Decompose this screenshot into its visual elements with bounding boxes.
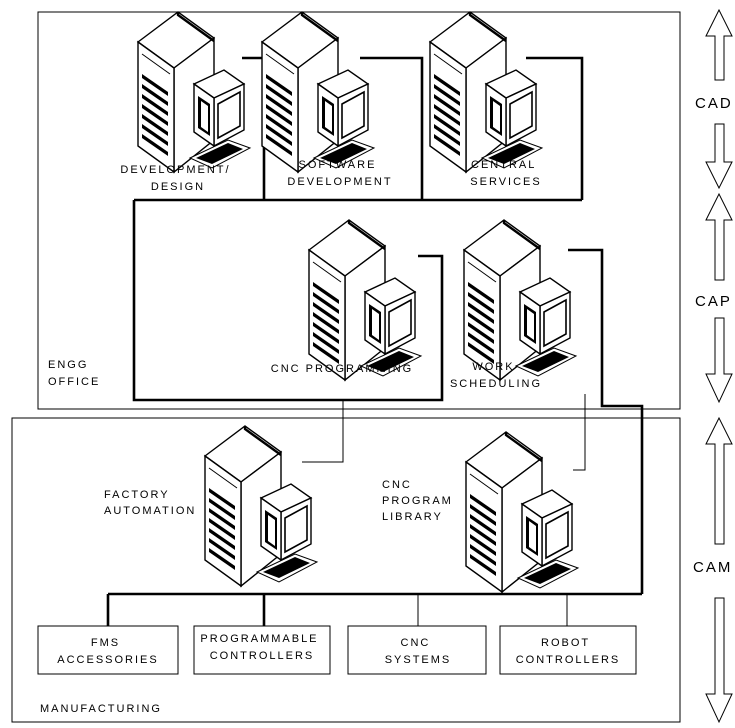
fms-accessories-box xyxy=(37,625,179,675)
cnc-programming-computer xyxy=(307,218,423,382)
cad-arrow xyxy=(705,8,733,190)
manufacturing-frame xyxy=(11,417,681,723)
factory-automation-computer xyxy=(203,424,319,588)
engg-office-frame xyxy=(37,11,681,410)
central-services-label: CENTRAL SERVICES xyxy=(470,159,541,188)
cnc-program-library-label: CNC PROGRAM LIBRARY xyxy=(382,479,458,523)
robot-controllers-label: ROBOT CONTROLLERS xyxy=(516,637,621,666)
development-design-computer xyxy=(136,10,252,174)
programmable-controllers-label: PROGRAMMABLE CONTROLLERS xyxy=(200,633,323,662)
cap-label: CAP xyxy=(695,293,732,310)
cnc-systems-label: CNC SYSTEMS xyxy=(385,637,452,666)
cnc-programming-label: CNC PROGRAMMING xyxy=(271,363,413,375)
thin-lines xyxy=(302,394,586,626)
software-development-label: SOFTWARE DEVELOPMENT xyxy=(287,159,392,188)
cam-arrow xyxy=(705,416,733,724)
factory-automation-label: FACTORY AUTOMATION xyxy=(104,489,196,517)
development-design-label: DEVELOPMENT/ DESIGN xyxy=(120,164,235,193)
cnc-program-library-computer xyxy=(464,430,580,594)
cnc-systems-box xyxy=(347,625,487,675)
programmable-controllers-box xyxy=(193,625,331,675)
fms-accessories-label: FMS ACCESSORIES xyxy=(57,637,158,666)
cam-label: CAM xyxy=(693,559,732,576)
engg-office-label: ENGG OFFICE xyxy=(48,359,100,388)
work-scheduling-label: WORK SCHEDULING xyxy=(450,361,542,390)
work-scheduling-computer xyxy=(462,218,578,382)
robot-controllers-box xyxy=(499,625,637,675)
network-lines xyxy=(106,56,644,626)
manufacturing-label: MANUFACTURING xyxy=(40,703,162,715)
central-services-computer xyxy=(428,10,544,174)
software-development-computer xyxy=(260,10,376,174)
cad-label: CAD xyxy=(695,95,733,112)
cap-arrow xyxy=(705,192,733,404)
